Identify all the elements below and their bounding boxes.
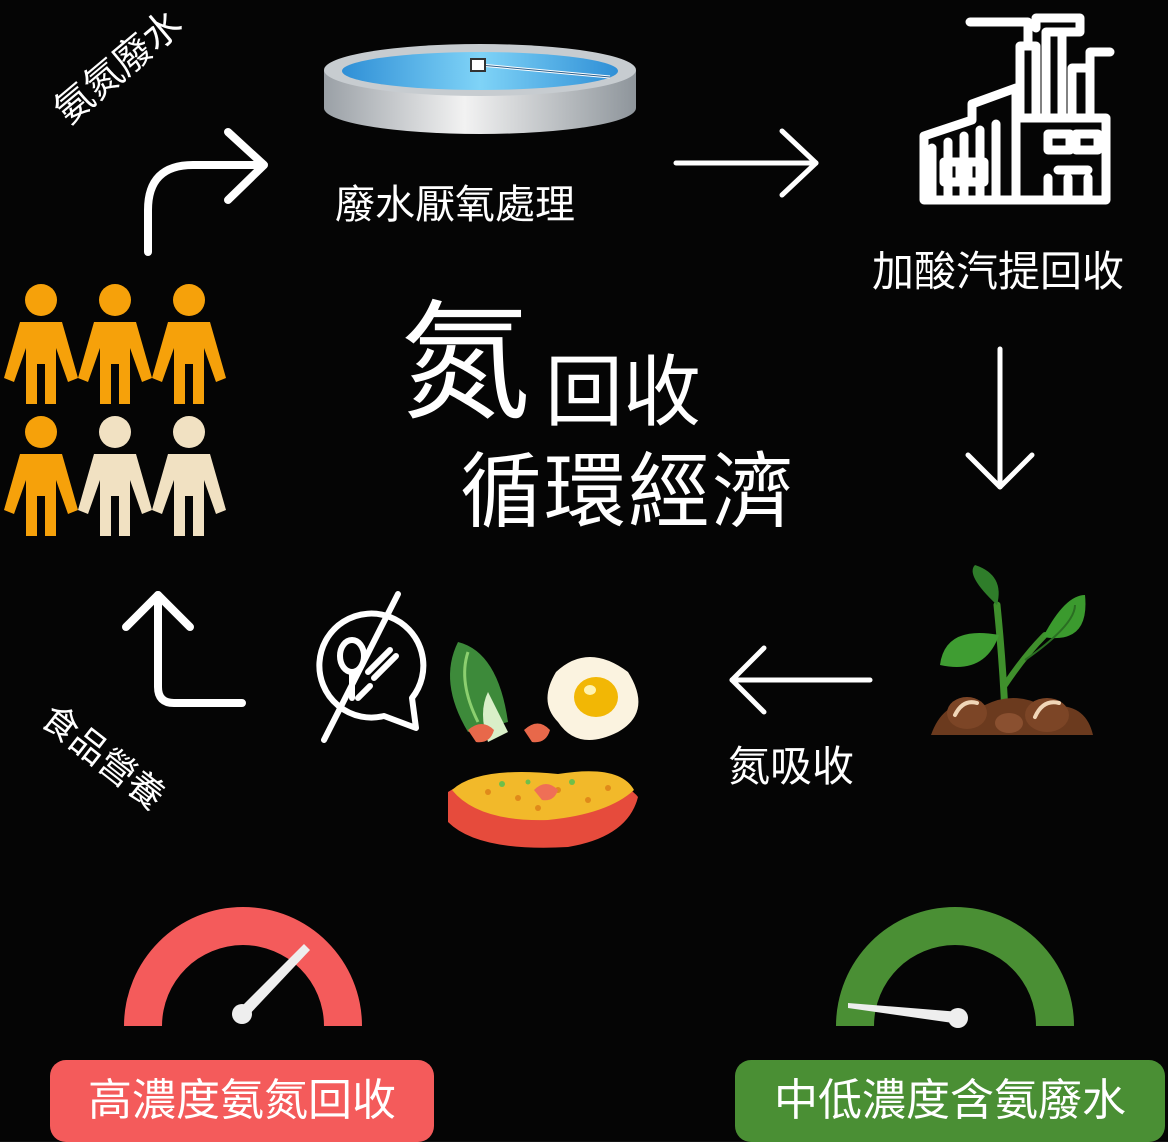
title-main-rest: 回收 xyxy=(545,348,702,438)
title-main-char: 氮 xyxy=(400,287,531,439)
factory-icon xyxy=(919,13,1115,205)
arrow-right-icon xyxy=(673,128,819,198)
food-icon xyxy=(448,642,639,848)
anaerobic-treatment-label: 廢水厭氧處理 xyxy=(335,182,575,228)
plant-sprout-icon xyxy=(931,565,1093,735)
low-concentration-badge: 中低濃度含氨廢水 xyxy=(735,1060,1165,1142)
high-gauge-icon xyxy=(124,907,362,1026)
title-subtitle: 循環經濟 xyxy=(460,445,797,540)
nitrogen-uptake-label: 氮吸收 xyxy=(728,742,855,791)
arrow-down-icon xyxy=(965,346,1035,490)
people-icon xyxy=(4,284,226,536)
anaerobic-tank-icon xyxy=(324,44,636,134)
high-concentration-badge: 高濃度氨氮回收 xyxy=(50,1060,434,1142)
arrow-left-icon xyxy=(729,645,873,715)
low-gauge-icon xyxy=(836,907,1074,1028)
curve-arrow-up-right-icon xyxy=(144,128,268,256)
acid-stripping-label: 加酸汽提回收 xyxy=(872,247,1125,296)
no-eating-icon xyxy=(316,591,427,743)
corner-arrow-up-icon xyxy=(122,591,246,707)
